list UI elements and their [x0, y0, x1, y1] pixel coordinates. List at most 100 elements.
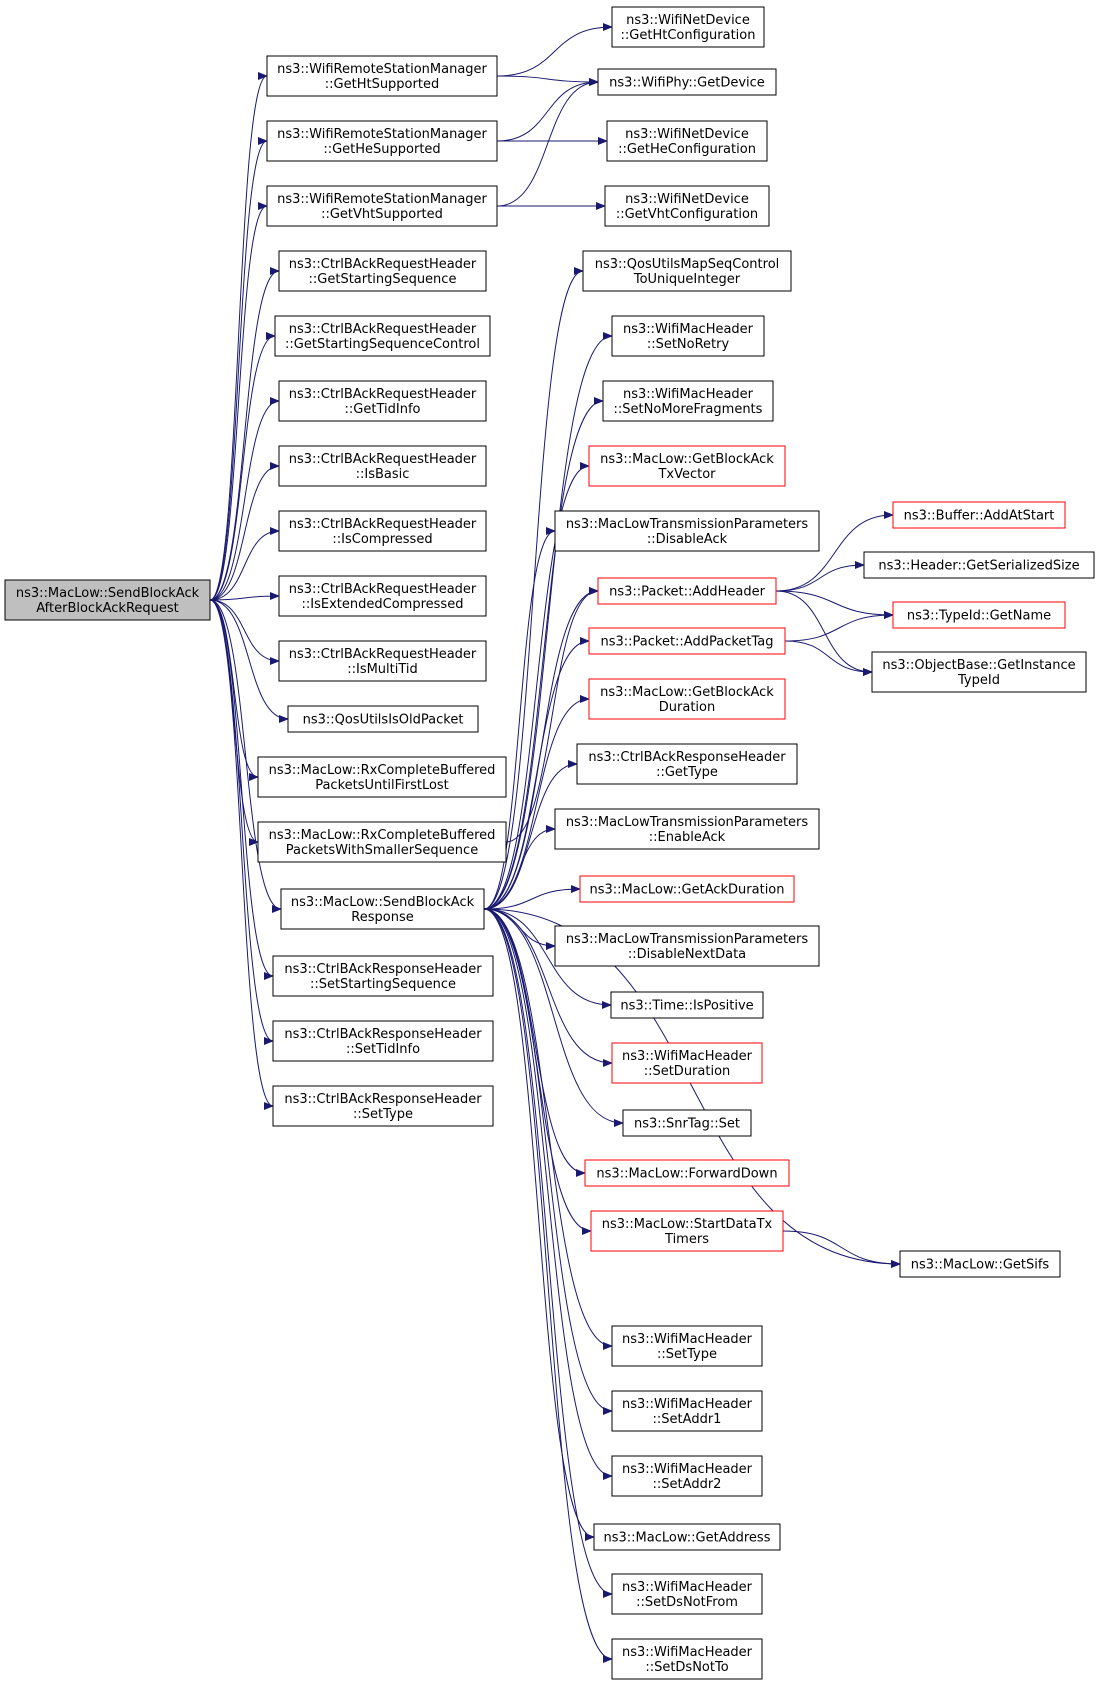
- node-typeIdGetName[interactable]: ns3::TypeId::GetName: [892, 601, 1066, 629]
- node-label: ns3::WifiNetDevice: [626, 13, 750, 28]
- node-forwardDown[interactable]: ns3::MacLow::ForwardDown: [584, 1159, 790, 1187]
- call-edges: [209, 23, 901, 1663]
- node-root[interactable]: ns3::MacLow::SendBlockAckAfterBlockAckRe…: [4, 579, 211, 621]
- node-label: PacketsWithSmallerSequence: [286, 843, 478, 858]
- node-label: ns3::SnrTag::Set: [634, 1117, 740, 1132]
- node-label: ns3::WifiMacHeader: [622, 1397, 753, 1412]
- node-label: ns3::MacLow::SendBlockAck: [291, 895, 475, 910]
- node-label: ns3::MacLow::GetAckDuration: [590, 883, 785, 898]
- node-setTypeHdr[interactable]: ns3::WifiMacHeader::SetType: [611, 1325, 763, 1367]
- node-box: [257, 821, 507, 863]
- edge-sendBAResp-to-setDuration: [483, 908, 613, 1067]
- node-isExtCompressed[interactable]: ns3::CtrlBAckRequestHeader::IsExtendedCo…: [278, 575, 487, 617]
- node-qosMapSeq[interactable]: ns3::QosUtilsMapSeqControlToUniqueIntege…: [582, 250, 792, 292]
- node-label: ns3::Packet::AddPacketTag: [600, 635, 773, 650]
- node-setAddr2[interactable]: ns3::WifiMacHeader::SetAddr2: [611, 1455, 763, 1497]
- node-bufAddAtStart[interactable]: ns3::Buffer::AddAtStart: [892, 501, 1066, 529]
- node-getSerSize[interactable]: ns3::Header::GetSerializedSize: [863, 551, 1095, 579]
- node-getVhtConf[interactable]: ns3::WifiNetDevice::GetVhtConfiguration: [604, 185, 770, 227]
- node-disableNext[interactable]: ns3::MacLowTransmissionParameters::Disab…: [554, 925, 820, 967]
- node-rxFirstLost[interactable]: ns3::MacLow::RxCompleteBufferedPacketsUn…: [257, 756, 507, 798]
- node-getAckDur[interactable]: ns3::MacLow::GetAckDuration: [579, 875, 795, 903]
- node-label: ::GetHeSupported: [323, 142, 440, 157]
- node-label: ns3::CtrlBAckResponseHeader: [284, 1092, 482, 1107]
- node-getHtSup[interactable]: ns3::WifiRemoteStationManager::GetHtSupp…: [266, 55, 498, 97]
- edge-root-to-getHeSup: [209, 137, 268, 601]
- node-label: ::IsBasic: [356, 467, 410, 482]
- node-rxSmaller[interactable]: ns3::MacLow::RxCompleteBufferedPacketsWi…: [257, 821, 507, 863]
- node-isPositive[interactable]: ns3::Time::IsPositive: [610, 991, 764, 1019]
- node-label: ns3::WifiMacHeader: [623, 387, 754, 402]
- edge-sendBAResp-to-addPacketTag: [483, 637, 590, 910]
- node-label: ns3::TypeId::GetName: [907, 609, 1051, 624]
- node-label: ns3::CtrlBAckRequestHeader: [289, 517, 477, 532]
- node-box: [278, 250, 487, 292]
- edge-rxSmaller-to-addHeader: [505, 587, 599, 843]
- edge-sendBAResp-to-getBADur: [483, 695, 590, 910]
- edge-getHtSup-to-getDevice: [496, 75, 599, 86]
- function-nodes: ns3::MacLow::SendBlockAckAfterBlockAckRe…: [4, 6, 1095, 1680]
- node-setDsNotFrom[interactable]: ns3::WifiMacHeader::SetDsNotFrom: [611, 1573, 763, 1615]
- node-setNoMoreFrag[interactable]: ns3::WifiMacHeader::SetNoMoreFragments: [602, 380, 774, 422]
- node-enableAck[interactable]: ns3::MacLowTransmissionParameters::Enabl…: [554, 808, 820, 850]
- node-label: ns3::MacLowTransmissionParameters: [566, 815, 809, 830]
- node-label: ::SetAddr2: [653, 1477, 722, 1492]
- node-addHeader[interactable]: ns3::Packet::AddHeader: [597, 577, 777, 605]
- node-label: ns3::Header::GetSerializedSize: [878, 559, 1079, 574]
- node-getHeSup[interactable]: ns3::WifiRemoteStationManager::GetHeSupp…: [266, 120, 498, 162]
- node-getDevice[interactable]: ns3::WifiPhy::GetDevice: [597, 68, 777, 96]
- node-getTidInfo[interactable]: ns3::CtrlBAckRequestHeader::GetTidInfo: [278, 380, 487, 422]
- node-setTidInfo[interactable]: ns3::CtrlBAckResponseHeader::SetTidInfo: [272, 1020, 494, 1062]
- node-label: ::GetHtConfiguration: [621, 28, 756, 43]
- node-getAddress[interactable]: ns3::MacLow::GetAddress: [593, 1523, 781, 1551]
- node-getStartSeq[interactable]: ns3::CtrlBAckRequestHeader::GetStartingS…: [278, 250, 487, 292]
- node-box: [554, 808, 820, 850]
- node-label: TypeId: [957, 673, 1000, 688]
- node-getSifs[interactable]: ns3::MacLow::GetSifs: [899, 1250, 1061, 1278]
- node-disableAck[interactable]: ns3::MacLowTransmissionParameters::Disab…: [554, 510, 820, 552]
- node-label: ::GetHtSupported: [325, 77, 439, 92]
- edge-root-to-getVhtSup: [209, 202, 268, 601]
- node-respGetType[interactable]: ns3::CtrlBAckResponseHeader::GetType: [576, 743, 798, 785]
- node-box: [606, 120, 768, 162]
- node-snrSet[interactable]: ns3::SnrTag::Set: [622, 1109, 752, 1137]
- node-label: Timers: [664, 1232, 709, 1247]
- node-box: [588, 445, 786, 487]
- node-qosIsOld[interactable]: ns3::QosUtilsIsOldPacket: [287, 705, 479, 733]
- node-isMultiTid[interactable]: ns3::CtrlBAckRequestHeader::IsMultiTid: [278, 640, 487, 682]
- edge-sendBAResp-to-setTypeHdr: [483, 908, 613, 1350]
- node-addPacketTag[interactable]: ns3::Packet::AddPacketTag: [588, 627, 786, 655]
- node-getVhtSup[interactable]: ns3::WifiRemoteStationManager::GetVhtSup…: [266, 185, 498, 227]
- node-setDsNotTo[interactable]: ns3::WifiMacHeader::SetDsNotTo: [611, 1638, 763, 1680]
- node-label: ns3::WifiRemoteStationManager: [277, 192, 487, 207]
- node-label: ns3::MacLow::ForwardDown: [596, 1167, 777, 1182]
- node-getHtConf[interactable]: ns3::WifiNetDevice::GetHtConfiguration: [611, 6, 765, 48]
- node-box: [899, 1250, 1061, 1278]
- node-getHeConf[interactable]: ns3::WifiNetDevice::GetHeConfiguration: [606, 120, 768, 162]
- node-label: ::GetVhtConfiguration: [616, 207, 758, 222]
- node-box: [278, 575, 487, 617]
- edge-sendBAResp-to-setAddr1: [483, 908, 613, 1415]
- edge-root-to-getStartSeqCtrl: [209, 332, 276, 601]
- node-label: ns3::QosUtilsMapSeqControl: [595, 257, 780, 272]
- node-setDuration[interactable]: ns3::WifiMacHeader::SetDuration: [611, 1042, 763, 1084]
- node-box: [579, 875, 795, 903]
- node-setNoRetry[interactable]: ns3::WifiMacHeader::SetNoRetry: [611, 315, 765, 357]
- node-label: ns3::WifiNetDevice: [625, 192, 749, 207]
- node-label: ns3::MacLow::GetBlockAck: [600, 685, 774, 700]
- node-setAddr1[interactable]: ns3::WifiMacHeader::SetAddr1: [611, 1390, 763, 1432]
- node-isCompressed[interactable]: ns3::CtrlBAckRequestHeader::IsCompressed: [278, 510, 487, 552]
- node-setStartSeq[interactable]: ns3::CtrlBAckResponseHeader::SetStarting…: [272, 955, 494, 997]
- node-label: ns3::WifiRemoteStationManager: [277, 127, 487, 142]
- node-label: ns3::WifiRemoteStationManager: [277, 62, 487, 77]
- node-setTypeResp[interactable]: ns3::CtrlBAckResponseHeader::SetType: [272, 1085, 494, 1127]
- node-label: ::SetStartingSequence: [310, 977, 456, 992]
- node-isBasic[interactable]: ns3::CtrlBAckRequestHeader::IsBasic: [278, 445, 487, 487]
- node-getStartSeqCtrl[interactable]: ns3::CtrlBAckRequestHeader::GetStartingS…: [274, 315, 491, 357]
- node-box: [863, 551, 1095, 579]
